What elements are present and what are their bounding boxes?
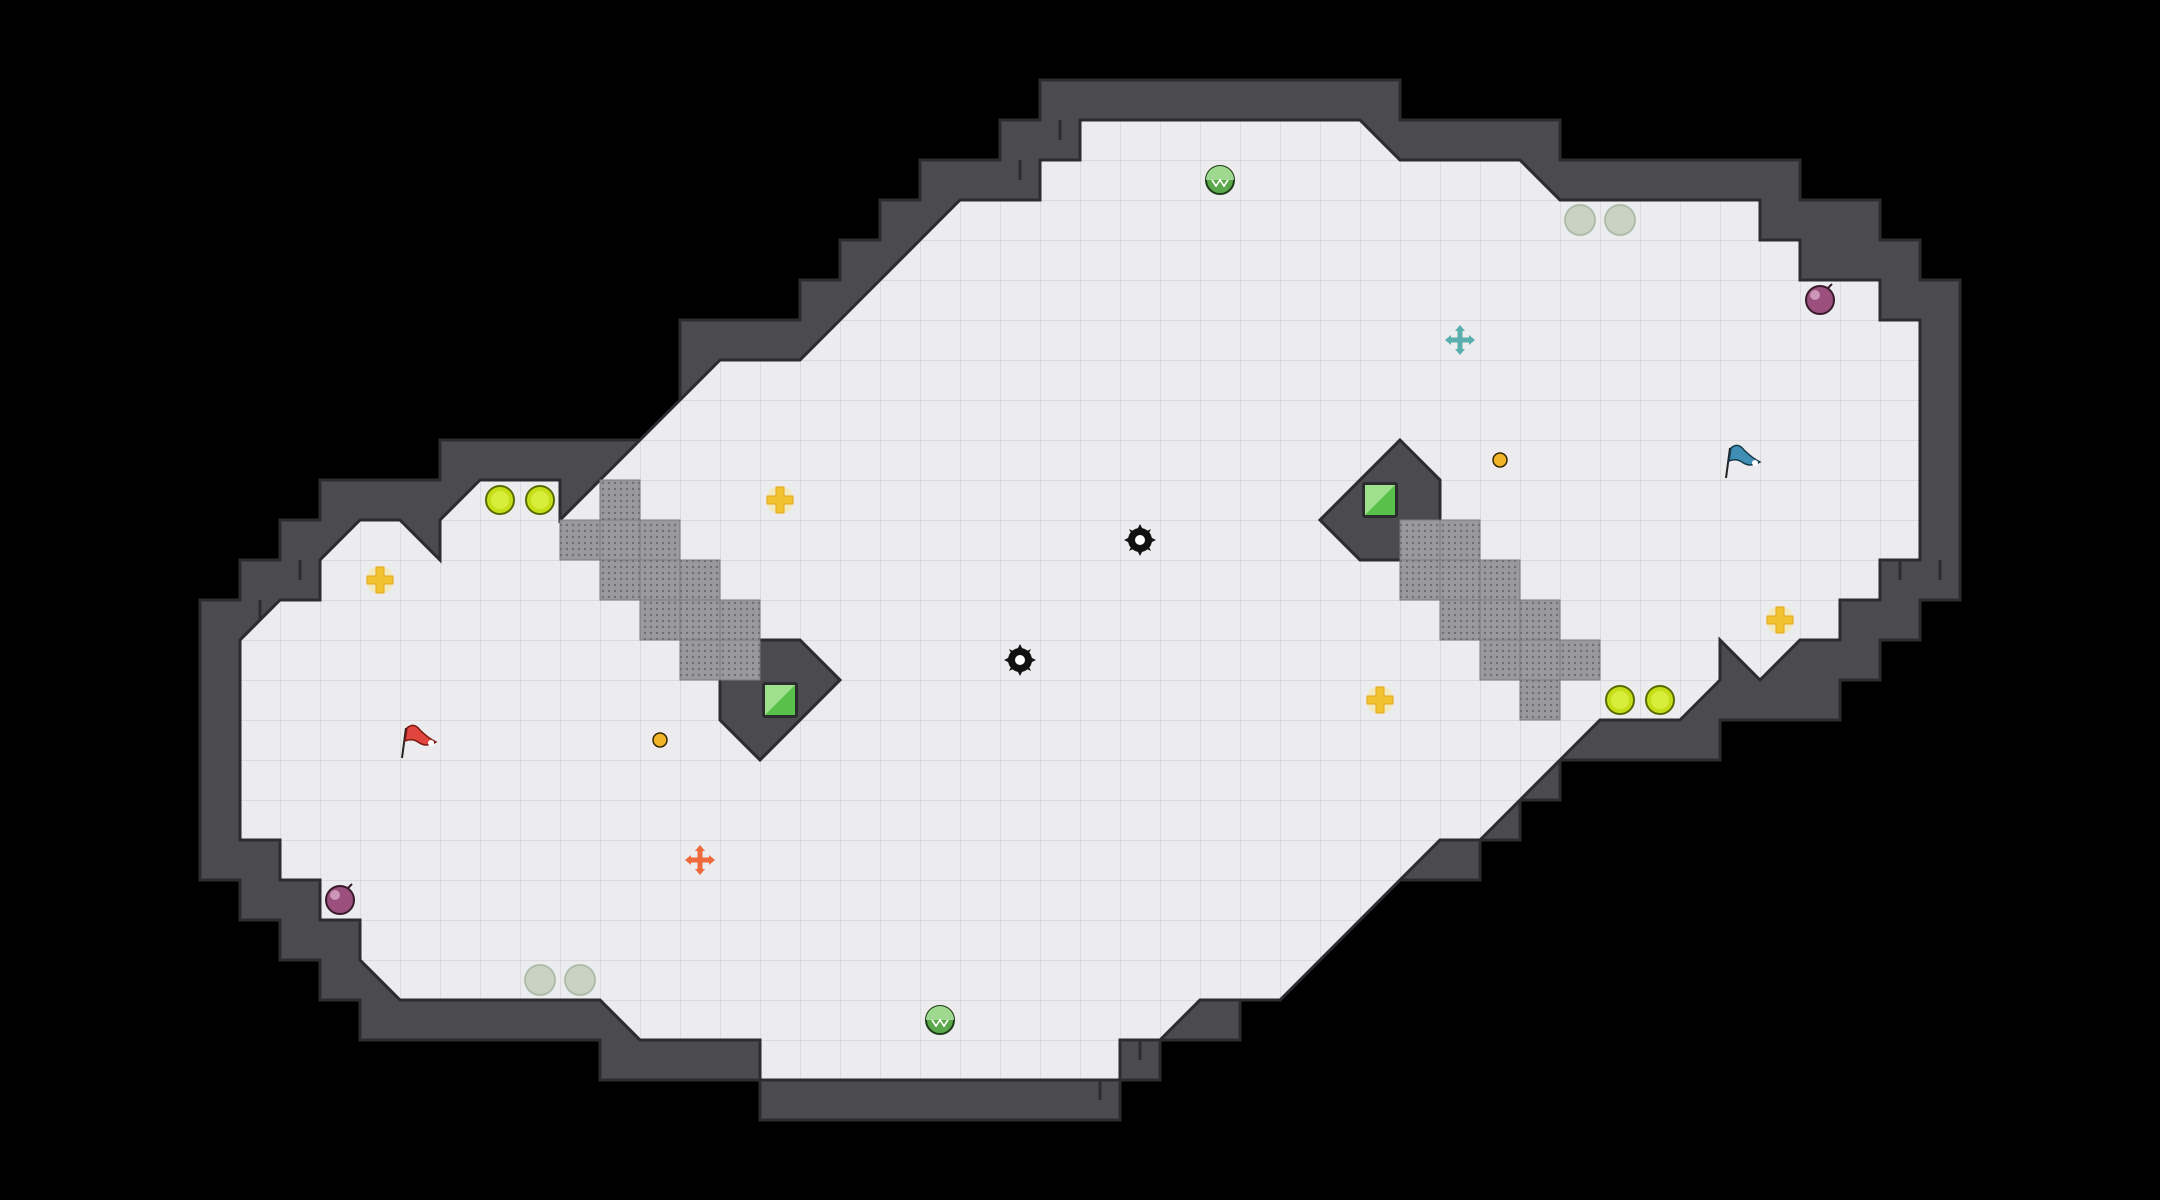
inactive-portal-icon — [524, 964, 556, 996]
tile-blocks-left — [559, 479, 761, 681]
active-portal-icon — [525, 485, 555, 515]
button-icon — [1492, 452, 1508, 468]
floor — [238, 118, 1922, 1082]
inactive-portal-icon — [564, 964, 596, 996]
inactive-portal-icon — [1564, 204, 1596, 236]
red-boost-icon — [685, 845, 715, 875]
active-portal-icon — [485, 485, 515, 515]
yellow-boost-icon — [1766, 606, 1794, 634]
active-portal-icon — [1645, 685, 1675, 715]
red-flag-icon — [401, 724, 438, 759]
spike-icon — [1004, 644, 1036, 676]
blue-boost-icon — [1445, 325, 1475, 355]
green-gate-icon — [762, 682, 798, 718]
green-gate-icon — [1362, 482, 1398, 518]
tagpro-powerup-icon — [1205, 165, 1235, 195]
bomb-icon — [325, 883, 355, 915]
inactive-portal-icon — [1604, 204, 1636, 236]
active-portal-icon — [1605, 685, 1635, 715]
tile-blocks-right — [1399, 519, 1601, 721]
blue-flag-icon — [1725, 444, 1762, 479]
yellow-boost-icon — [766, 486, 794, 514]
tagpro-powerup-icon — [925, 1005, 955, 1035]
spike-icon — [1124, 524, 1156, 556]
bomb-icon — [1805, 283, 1835, 315]
button-icon — [652, 732, 668, 748]
yellow-boost-icon — [366, 566, 394, 594]
yellow-boost-icon — [1366, 686, 1394, 714]
wall-notches — [258, 120, 1942, 1100]
